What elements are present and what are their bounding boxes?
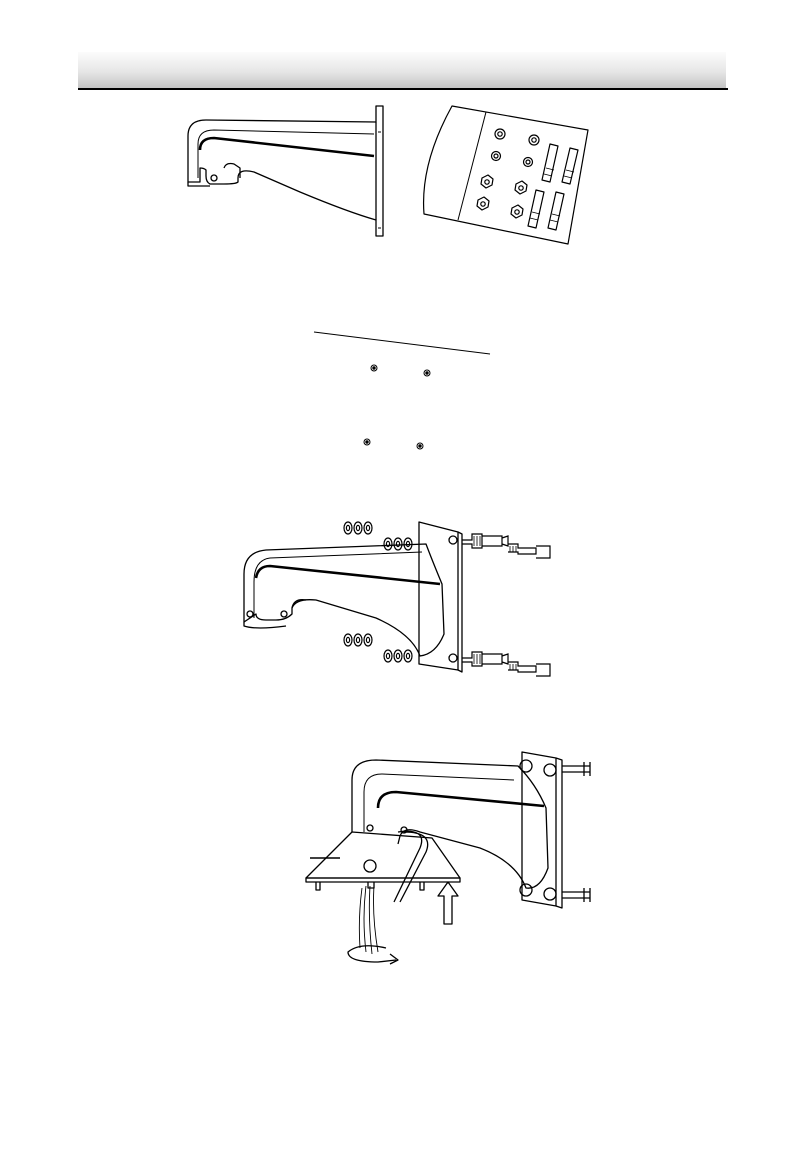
expansion-bolt-icon bbox=[462, 534, 550, 676]
bracket-with-bolts-icon bbox=[236, 514, 558, 674]
camera-mount-assembly-icon bbox=[300, 748, 600, 970]
screw-bag-icon bbox=[422, 104, 592, 246]
washer-icon bbox=[344, 522, 412, 662]
camera-back-box-icon bbox=[306, 832, 460, 878]
wall-bracket-icon bbox=[180, 104, 410, 238]
drill-hole-template-icon bbox=[310, 328, 496, 452]
up-arrow-icon bbox=[438, 882, 458, 924]
page-header-bar bbox=[78, 52, 726, 88]
header-divider-line bbox=[78, 88, 728, 90]
template-line-icon bbox=[314, 332, 490, 354]
wall-bracket-icon bbox=[352, 760, 548, 888]
